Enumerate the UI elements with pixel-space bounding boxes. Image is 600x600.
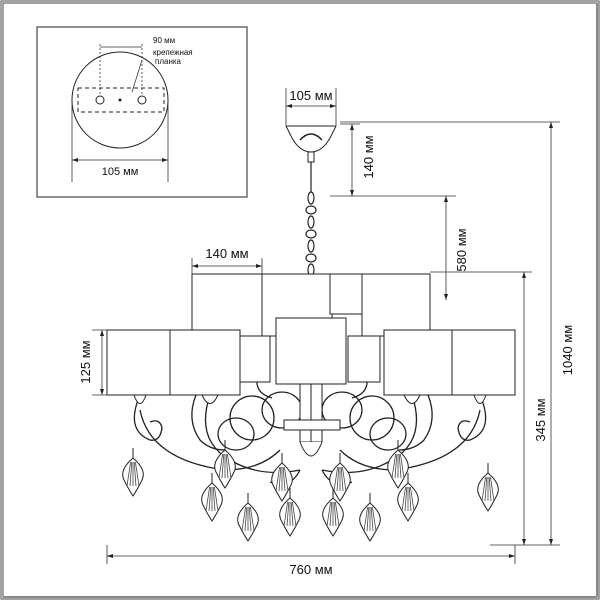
chain-length-label: 580 мм [454, 228, 469, 271]
lamp-shade [191, 273, 263, 337]
crystal-drop [122, 448, 144, 497]
crystal-drop [359, 493, 381, 542]
total-width-label: 760 мм [289, 562, 332, 577]
shade-height-dimension: 125 мм [78, 329, 110, 396]
crystal-drop [201, 473, 223, 522]
total-height-label: 1040 мм [560, 325, 575, 375]
canopy-width-label: 105 мм [289, 88, 332, 103]
lamp-shade [347, 335, 381, 383]
inset-top-dim: 90 мм [153, 36, 175, 45]
inset-bottom-dim: 105 мм [102, 166, 139, 178]
crystal-drop [397, 473, 419, 522]
mount-hole-left [95, 95, 105, 105]
crystal-drop [237, 493, 259, 542]
canopy-width-dimension: 105 мм [285, 88, 337, 125]
ceiling-canopy [285, 125, 337, 153]
crystal-drop [322, 488, 344, 537]
shade-width-label: 140 мм [205, 246, 248, 261]
crystal-drop [387, 440, 409, 489]
body-height-label: 345 мм [533, 398, 548, 441]
crystal-drop [271, 453, 293, 502]
chain-length-dimension: 580 мм [330, 195, 469, 300]
lamp-shade [275, 317, 347, 385]
lamp-shade [169, 329, 241, 396]
total-width-dimension: 760 мм [106, 545, 516, 577]
crystal-drop [279, 488, 301, 537]
body-height-dimension: 345 мм [430, 271, 548, 545]
mount-label-line2: планка [155, 57, 182, 66]
canopy-height-dimension: 140 мм [340, 123, 376, 196]
shade-width-dimension: 140 мм [191, 246, 263, 280]
mount-label-line1: крепежная [153, 48, 193, 57]
mounting-bar [77, 87, 165, 113]
crystal-pendants [122, 440, 499, 542]
total-height-dimension: 1040 мм [340, 121, 575, 546]
lamp-shade [361, 273, 431, 337]
lamp-shade [106, 329, 178, 396]
lamp-shade [329, 273, 363, 315]
mount-hole-right [137, 95, 147, 105]
canopy-height-label: 140 мм [361, 135, 376, 178]
lamp-shade [451, 329, 516, 396]
crystal-drop [477, 463, 499, 512]
lamp-shade [383, 329, 453, 396]
mount-inset: 90 мм крепежная планка 105 мм [36, 26, 248, 198]
chandelier [106, 125, 516, 542]
shade-height-label: 125 мм [78, 340, 93, 383]
crystal-drop [214, 440, 236, 489]
lamp-shade [239, 335, 271, 383]
crystal-drop [329, 453, 351, 502]
